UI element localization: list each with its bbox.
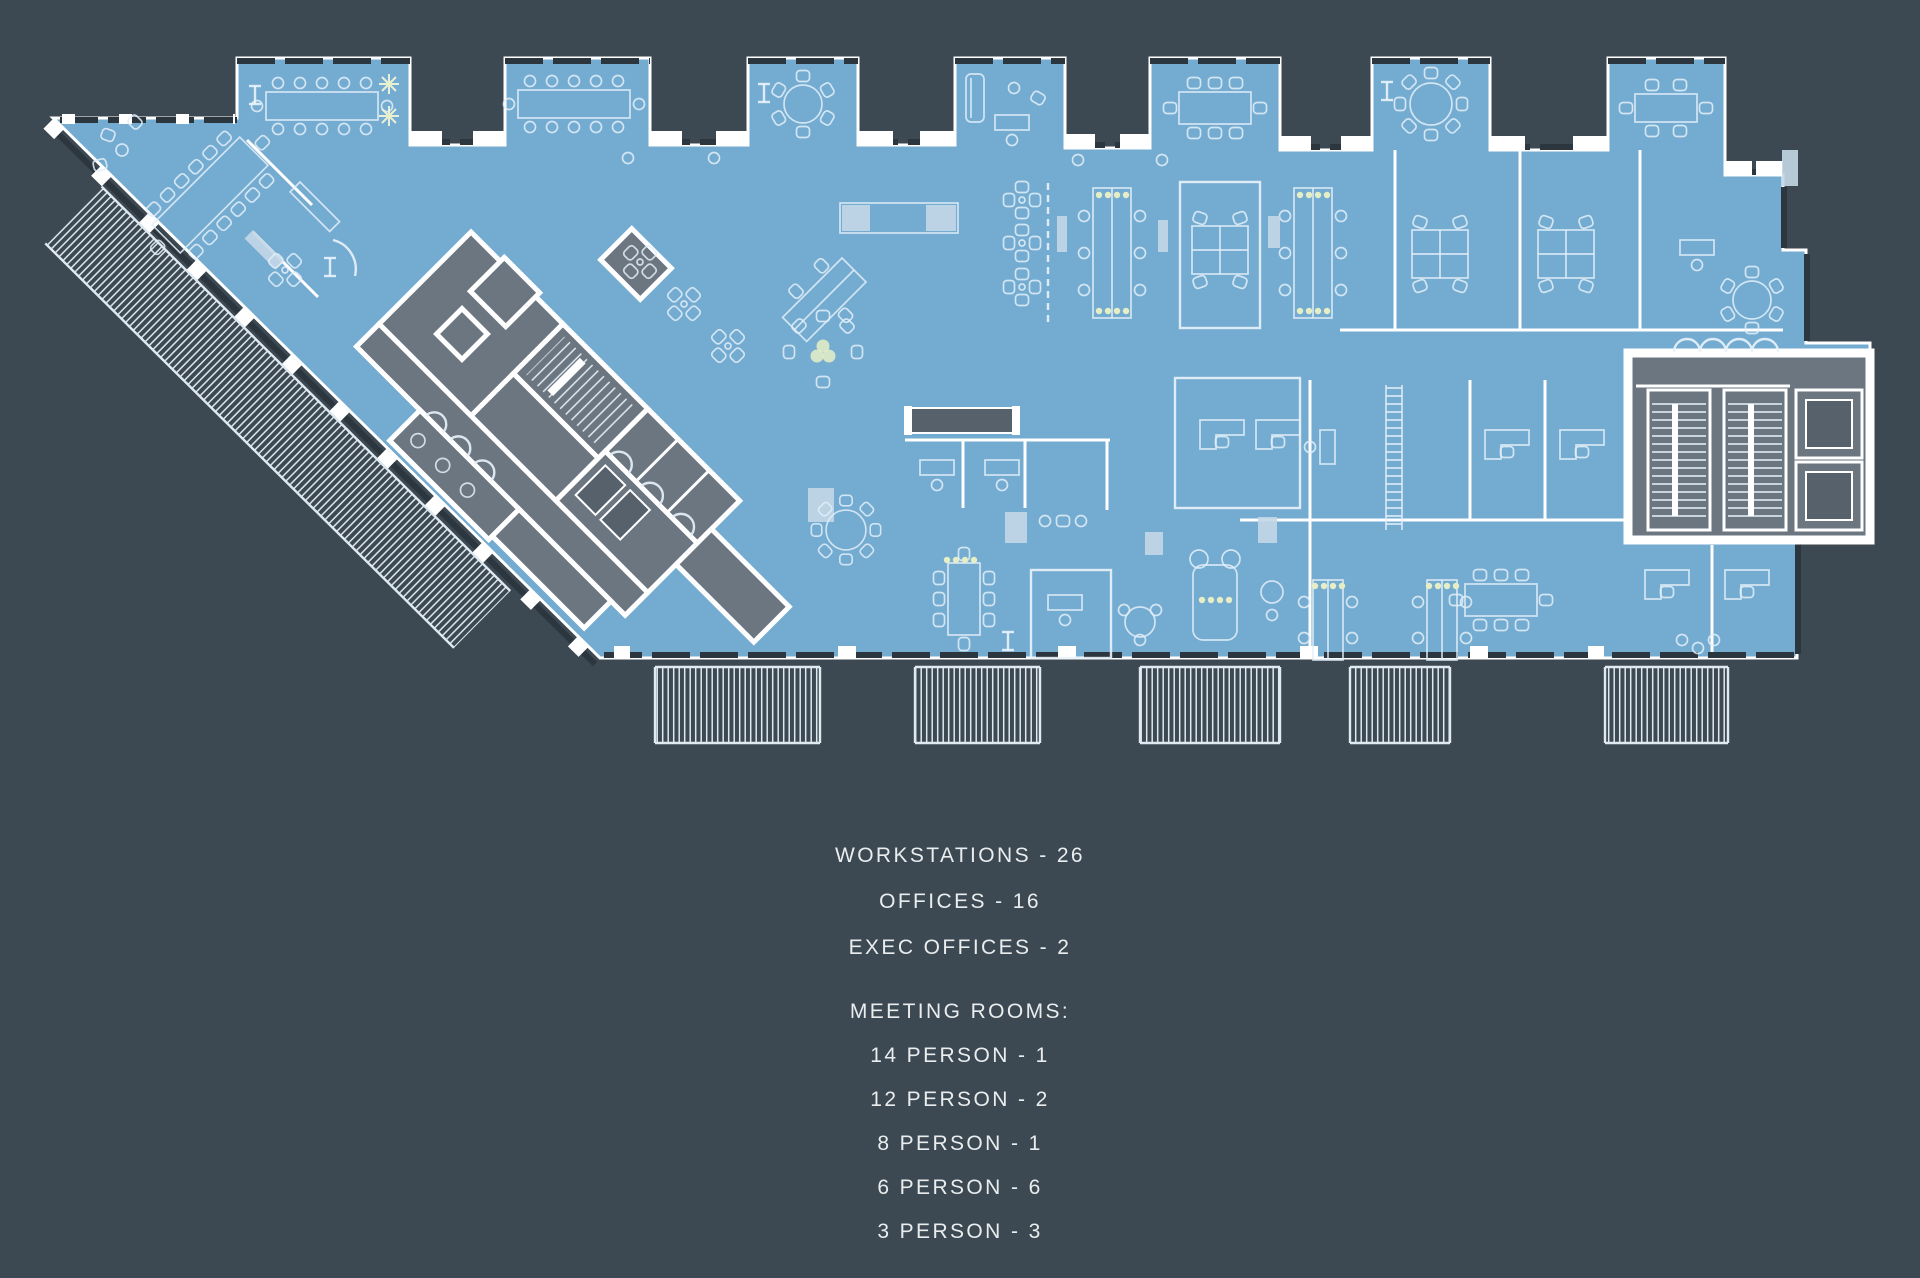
- interior-partitions: [245, 138, 1783, 652]
- trefoil-table: [1117, 603, 1163, 647]
- exec-offices-count: EXEC OFFICES - 2: [848, 936, 1072, 959]
- feature-wall: [904, 406, 1020, 435]
- angled-bench: [781, 256, 868, 343]
- offices-count: OFFICES - 16: [879, 890, 1041, 913]
- cabinet: [244, 230, 285, 270]
- window-bands-side: [1781, 187, 1810, 654]
- elevator-shafts: [1794, 388, 1864, 532]
- stairwell: [1646, 388, 1712, 532]
- balcony: [1603, 665, 1730, 745]
- meeting-room-14p: [144, 129, 276, 261]
- lounge-chairs: [91, 112, 145, 173]
- ladder-shelf: [1385, 385, 1403, 530]
- diagonal-window-band: [45, 121, 598, 667]
- right-core: [1623, 337, 1875, 545]
- kitchen-counter: [839, 202, 959, 234]
- meeting-room-8p-count: 8 PERSON - 1: [877, 1132, 1043, 1155]
- building: [43, 56, 1872, 669]
- meeting-room-3p-count: 3 PERSON - 3: [877, 1220, 1043, 1243]
- balcony: [653, 665, 822, 745]
- round-chair-pair: [1260, 580, 1721, 655]
- balcony: [1348, 665, 1452, 745]
- balcony: [1138, 665, 1282, 745]
- booth-bench: [1189, 549, 1241, 641]
- window-bands: [60, 58, 1795, 658]
- workstations-count: WORKSTATIONS - 26: [834, 844, 1086, 867]
- central-core: [352, 225, 793, 646]
- meeting-room-14p-count: 14 PERSON - 1: [870, 1044, 1050, 1067]
- wc-stalls: [410, 411, 496, 498]
- meeting-room-12p-count: 12 PERSON - 2: [870, 1088, 1050, 1111]
- balconies: [44, 185, 1730, 745]
- stairwell: [1722, 388, 1788, 532]
- terrace-diagonal: [44, 185, 512, 649]
- balcony: [913, 665, 1042, 745]
- cabinets: [808, 150, 1798, 555]
- stair-icon: [526, 336, 636, 446]
- closet-scallops: [1672, 337, 1780, 353]
- meeting-room-6p-count: 6 PERSON - 6: [877, 1176, 1043, 1199]
- furniture: [91, 68, 1798, 661]
- room-outlines: [332, 180, 1302, 660]
- meeting-rooms-header: MEETING ROOMS:: [849, 1000, 1071, 1023]
- reception-desk: [288, 180, 341, 233]
